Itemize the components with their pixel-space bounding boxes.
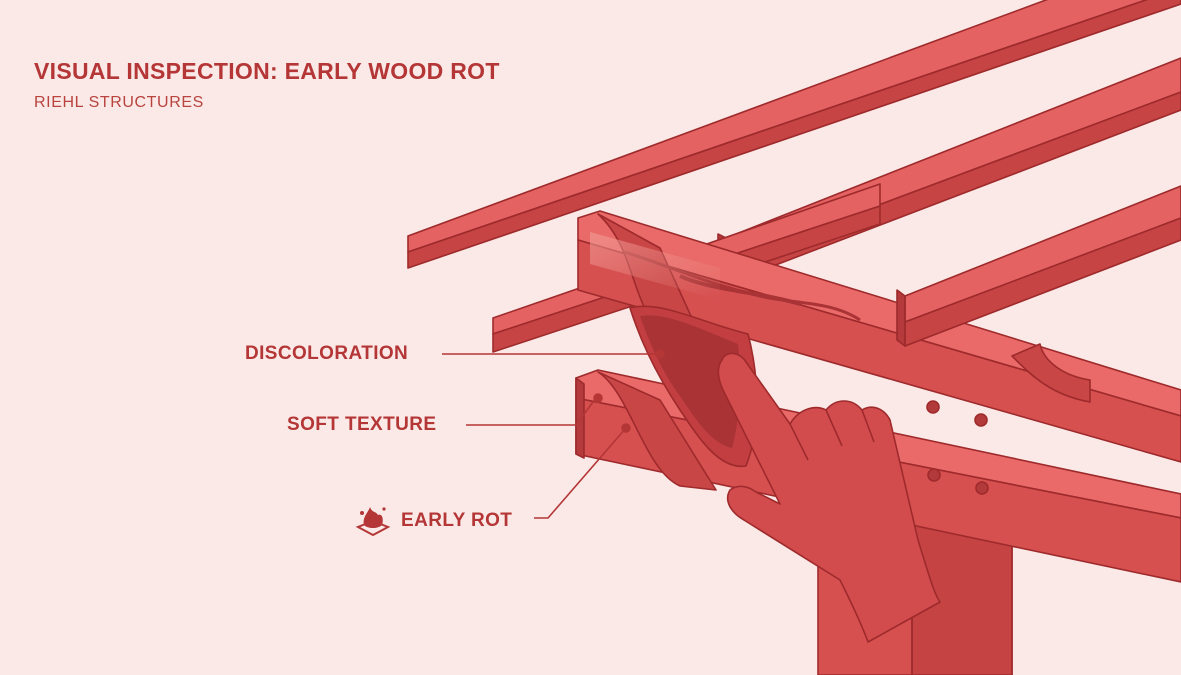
callout-soft-texture: SOFT TEXTURE <box>287 414 437 435</box>
brace-right <box>1011 343 1091 403</box>
rafter-top-1 <box>407 0 1181 269</box>
rot-zone <box>590 232 861 468</box>
hand <box>717 352 941 643</box>
page-title: VISUAL INSPECTION: EARLY WOOD ROT <box>34 58 500 84</box>
marker-discoloration <box>655 349 665 359</box>
leader-soft-texture <box>466 397 597 426</box>
marker-soft-texture <box>593 393 603 403</box>
page-subtitle: RIEHL STRUCTURES <box>34 94 204 111</box>
rafter-front <box>896 185 1181 347</box>
leader-early-rot <box>534 427 627 519</box>
callout-early-rot: EARLY ROT <box>401 510 513 531</box>
callout-discoloration: DISCOLORATION <box>245 343 409 364</box>
rot-splash-icon <box>355 507 391 537</box>
marker-early-rot <box>621 423 631 433</box>
bolt-group <box>926 400 989 495</box>
